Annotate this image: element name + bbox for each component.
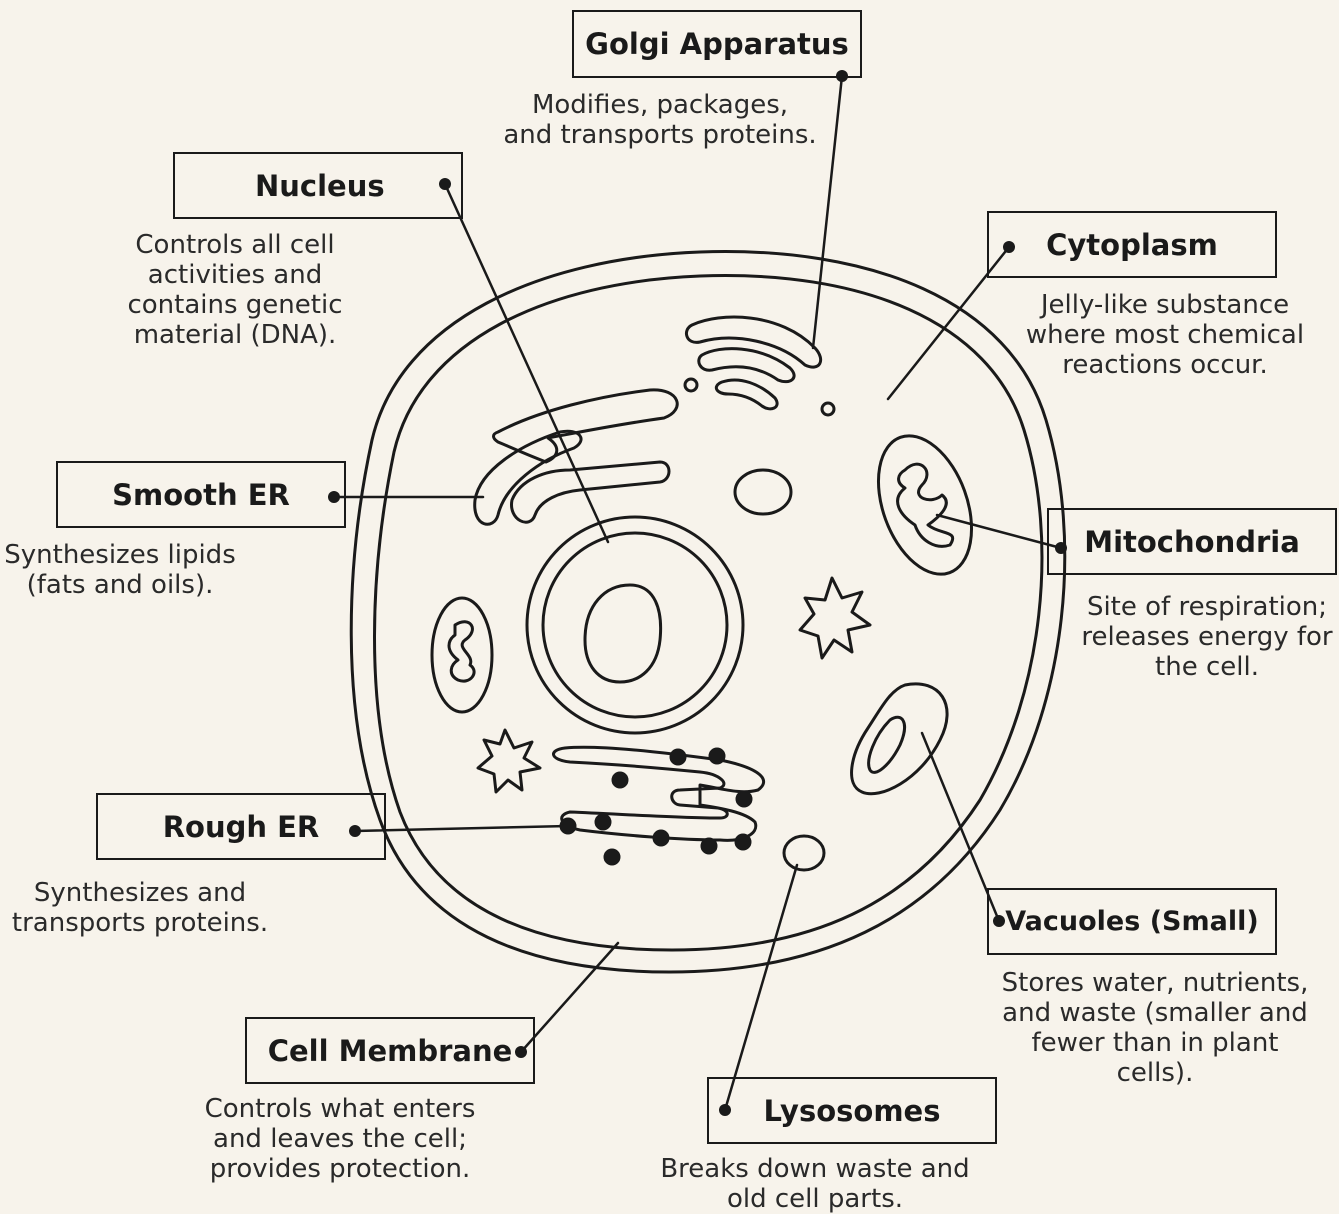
rough-er-label-box: Rough ER <box>96 793 386 860</box>
lysosomes-label-box: Lysosomes <box>707 1077 997 1144</box>
rough-er-shape <box>554 747 764 864</box>
leader-dots <box>328 70 1067 1116</box>
golgi-shape <box>685 317 834 415</box>
lysosome-shape <box>784 836 824 870</box>
vacuoles-description: Stores water, nutrients, and waste (smal… <box>990 968 1320 1088</box>
smooth-er-shape <box>475 390 677 524</box>
centriole-shape-2 <box>478 730 540 792</box>
smooth-er-description: Synthesizes lipids (fats and oils). <box>0 540 240 600</box>
leader-lines <box>334 76 1061 1110</box>
cell-membrane-shape <box>351 252 1065 972</box>
vacuoles-label-box: Vacuoles (Small) <box>987 888 1277 955</box>
vacuole-shape <box>852 684 948 794</box>
golgi-description: Modifies, packages, and transports prote… <box>480 90 840 150</box>
cell-membrane-label-box: Cell Membrane <box>245 1017 535 1084</box>
nucleus-shape <box>527 517 743 733</box>
nucleus-leader <box>445 184 608 542</box>
lysosomes-leader <box>725 865 797 1110</box>
golgi-label-box: Golgi Apparatus <box>572 10 862 78</box>
centriole-shape <box>800 578 870 658</box>
cell-membrane-leader <box>521 943 618 1052</box>
lysosomes-description: Breaks down waste and old cell parts. <box>640 1154 990 1214</box>
mitochondria-label-box: Mitochondria <box>1047 508 1337 575</box>
rough-er-description: Synthesizes and transports proteins. <box>10 878 270 938</box>
cytoplasm-description: Jelly-like substance where most chemical… <box>1020 290 1310 380</box>
nucleus-description: Controls all cell activities and contain… <box>100 230 370 350</box>
cell-membrane-description: Controls what enters and leaves the cell… <box>185 1094 495 1184</box>
nucleus-label-box: Nucleus <box>173 152 463 219</box>
mitochondria-shape <box>432 423 989 712</box>
rough-er-leader <box>355 826 568 831</box>
mitochondria-description: Site of respiration; releases energy for… <box>1075 592 1339 682</box>
cytoplasm-label-box: Cytoplasm <box>987 211 1277 278</box>
smooth-er-label-box: Smooth ER <box>56 461 346 528</box>
vesicle-shape <box>735 470 791 514</box>
